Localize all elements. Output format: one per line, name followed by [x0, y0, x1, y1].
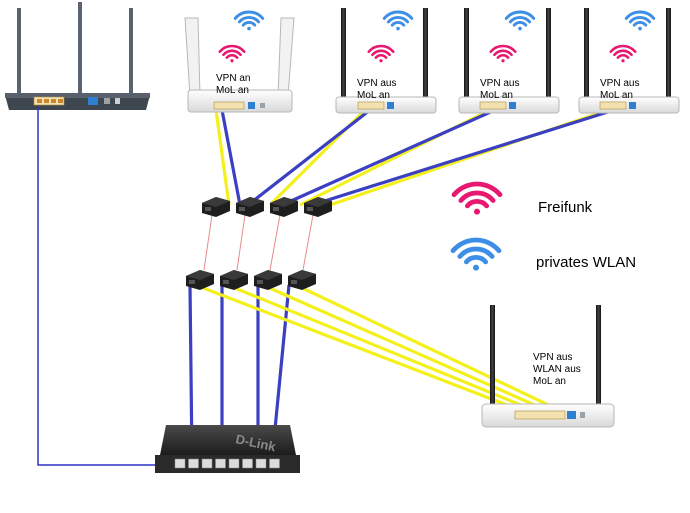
router-vpn-an: [184, 17, 295, 113]
lower-coupler: [254, 270, 282, 290]
router-vpn-aus-3-label: VPN aus MoL an: [600, 78, 639, 102]
router-vpn-an-line-1: VPN an: [216, 73, 251, 84]
router-vpn-aus-wlan-aus-line-2: WLAN aus: [533, 364, 581, 375]
main-router-antenna: [129, 8, 133, 96]
main-router-antenna: [17, 8, 21, 96]
switch-port: [228, 458, 240, 469]
lower-coupler: [186, 270, 214, 290]
private-wifi-icon: [624, 10, 656, 31]
switch-port: [174, 458, 186, 469]
router-vpn-an-label: VPN an MoL an: [216, 73, 250, 97]
upper-coupler: [304, 197, 332, 217]
private-wifi-icon: [382, 10, 414, 31]
main-router-antenna: [78, 2, 82, 96]
uplink-cable: [37, 107, 178, 466]
upper-coupler: [270, 197, 298, 217]
router-vpn-aus-3-line-1: VPN aus: [600, 78, 640, 89]
legend-private-icon: [450, 237, 502, 271]
switch-port: [242, 458, 253, 469]
freifunk-wifi-icon: [609, 44, 637, 63]
lower-coupler: [288, 270, 316, 290]
legend-freifunk-label: Freifunk: [538, 199, 593, 216]
router-vpn-aus-2: [458, 8, 560, 114]
router-vpn-an-line-2: MoL an: [216, 85, 249, 96]
freifunk-wifi-icon: [218, 44, 246, 63]
upper-coupler: [236, 197, 264, 217]
lower-coupler: [220, 270, 248, 290]
router-vpn-aus-2-label: VPN aus MoL an: [480, 78, 519, 102]
router-vpn-aus-1: [335, 8, 437, 114]
upper-coupler: [202, 197, 230, 217]
router-vpn-aus-2-line-2: MoL an: [480, 90, 513, 101]
private-wifi-icon: [504, 10, 536, 31]
router-vpn-aus-1-line-1: VPN aus: [357, 78, 397, 89]
router-vpn-aus-1-line-2: MoL an: [357, 90, 390, 101]
router-vpn-aus-1-label: VPN aus MoL an: [357, 78, 396, 102]
switch-port: [215, 458, 226, 469]
switch-port: [255, 458, 267, 469]
router-vpn-aus-wlan-aus: [481, 305, 615, 428]
legend-freifunk-icon: [451, 181, 503, 215]
dlink-switch: D-Link: [155, 425, 300, 473]
couplers: [186, 197, 332, 290]
legend-private-label: privates WLAN: [536, 254, 637, 271]
main-router: [5, 2, 150, 110]
router-vpn-aus-wlan-aus-line-1: VPN aus: [533, 352, 573, 363]
router-vpn-aus-wlan-aus-line-3: MoL an: [533, 376, 566, 387]
router-vpn-aus-3: [578, 8, 680, 114]
switch-port: [201, 458, 213, 469]
router-vpn-aus-wlan-aus-label: VPN aus WLAN aus MoL an: [533, 352, 581, 388]
private-wifi-icon: [233, 10, 265, 31]
switch-port: [269, 458, 280, 469]
freifunk-wifi-icon: [367, 44, 395, 63]
switch-port: [188, 458, 199, 469]
wifi-icons: [218, 10, 656, 271]
router-vpn-aus-2-line-1: VPN aus: [480, 78, 520, 89]
router-vpn-aus-3-line-2: MoL an: [600, 90, 633, 101]
freifunk-wifi-icon: [489, 44, 517, 63]
